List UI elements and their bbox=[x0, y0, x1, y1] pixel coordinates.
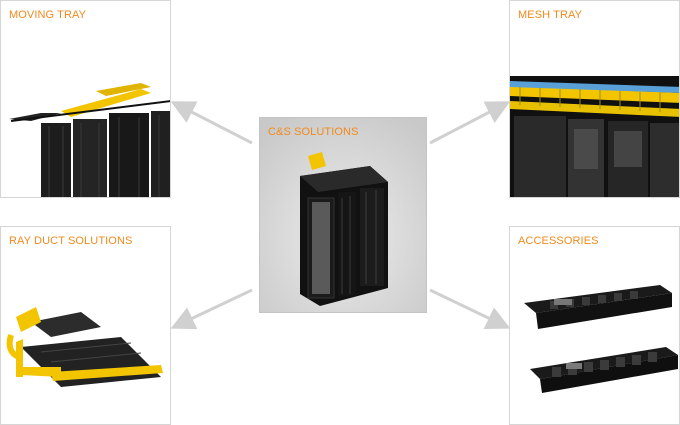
mesh-tray-image bbox=[510, 76, 679, 197]
ray-duct-image bbox=[6, 307, 163, 387]
accessories-image bbox=[524, 285, 678, 393]
arrow-to-ray-duct bbox=[170, 288, 253, 330]
ray-duct-label: RAY DUCT SOLUTIONS bbox=[9, 235, 133, 247]
moving-tray-label: MOVING TRAY bbox=[9, 9, 87, 21]
cs-solutions-rack-image bbox=[260, 118, 426, 312]
cs-solutions-panel[interactable]: C&S SOLUTIONS bbox=[259, 117, 427, 313]
mesh-tray-label: MESH TRAY bbox=[518, 9, 583, 21]
ray-duct-panel[interactable]: RAY DUCT SOLUTIONS bbox=[0, 226, 171, 425]
moving-tray-panel[interactable]: MOVING TRAY bbox=[0, 0, 171, 198]
cs-solutions-label: C&S SOLUTIONS bbox=[268, 126, 359, 138]
moving-tray-image bbox=[9, 83, 170, 197]
arrow-to-mesh-tray bbox=[429, 101, 511, 145]
arrow-to-moving-tray bbox=[170, 101, 253, 145]
arrow-to-accessories bbox=[429, 288, 511, 330]
mesh-tray-panel[interactable]: MESH TRAY bbox=[509, 0, 680, 198]
accessories-label: ACCESSORIES bbox=[518, 235, 599, 247]
accessories-panel[interactable]: ACCESSORIES bbox=[509, 226, 680, 425]
